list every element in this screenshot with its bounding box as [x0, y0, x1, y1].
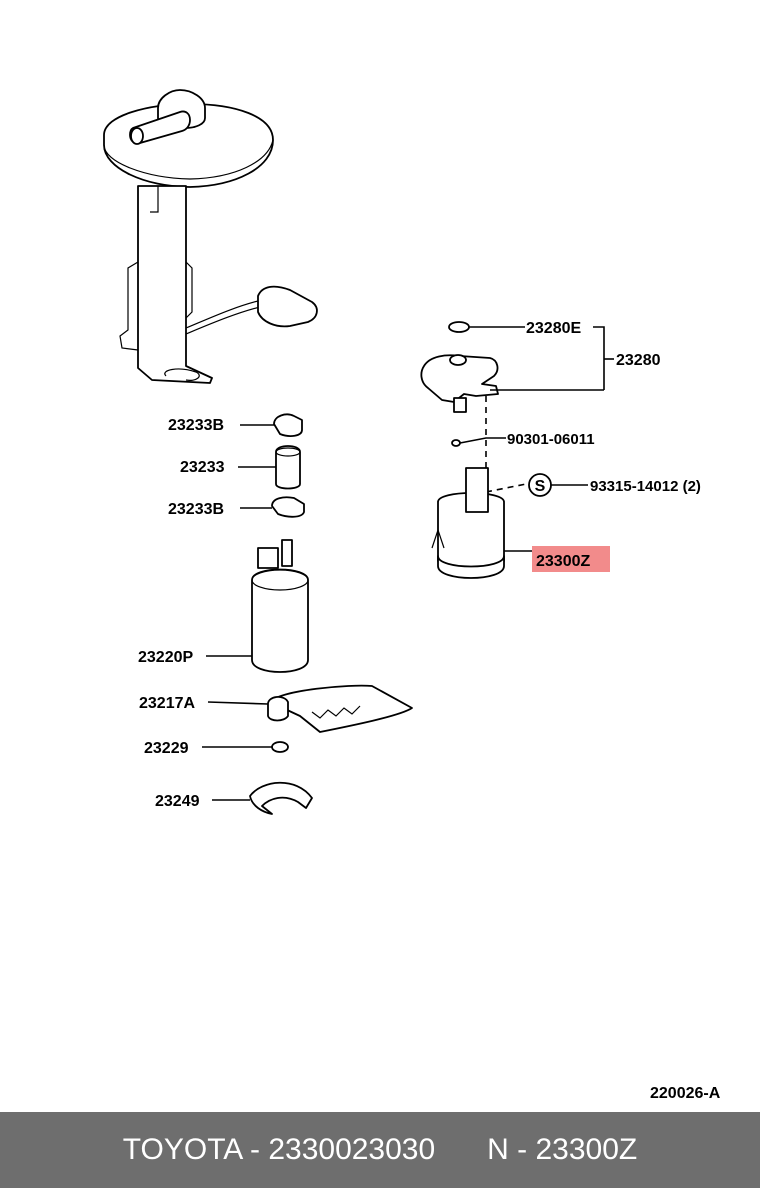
s-mark-text: S	[535, 478, 546, 495]
label-23217A: 23217A	[139, 695, 195, 712]
part-23233-hose	[238, 445, 301, 490]
label-90301-06011: 90301-06011	[507, 431, 595, 448]
label-23229: 23229	[144, 740, 189, 757]
highlight-box	[532, 546, 610, 572]
part-23229-ring	[202, 741, 289, 753]
label-23220P: 23220P	[138, 649, 193, 666]
part-23280E-gasket	[448, 321, 525, 333]
diagram-code: 220026-A	[650, 1085, 721, 1102]
part-23233B-bottom	[240, 496, 305, 518]
s-mark-icon: S	[528, 473, 588, 497]
label-23300Z: 23300Z	[536, 553, 590, 570]
part-23220P-fuel-pump	[206, 539, 309, 673]
part-23249-holder	[212, 781, 313, 815]
part-23300Z-filter	[431, 467, 532, 579]
footer-bar: TOYOTA - 2330023030 N - 23300Z	[0, 1112, 760, 1188]
label-23233: 23233	[180, 459, 225, 476]
parts-diagram: S 23233B 23233 23233B 23220P 23217A 2322…	[103, 89, 721, 1102]
label-23249: 23249	[155, 793, 200, 810]
fuel-sender-bracket	[103, 89, 318, 384]
part-90301-oring	[451, 437, 506, 447]
label-23233B-bottom: 23233B	[168, 501, 224, 518]
part-23280-regulator	[420, 354, 604, 413]
part-23233B-top	[240, 413, 303, 437]
label-93315-14012: 93315-14012 (2)	[590, 478, 701, 495]
label-23280E: 23280E	[526, 320, 581, 337]
label-23280: 23280	[616, 352, 661, 369]
footer-ref: N - 23300Z	[487, 1133, 638, 1166]
footer-brand-part: TOYOTA - 2330023030	[122, 1133, 436, 1166]
label-23233B-top: 23233B	[168, 417, 224, 434]
part-23217A-filter	[207, 684, 413, 733]
